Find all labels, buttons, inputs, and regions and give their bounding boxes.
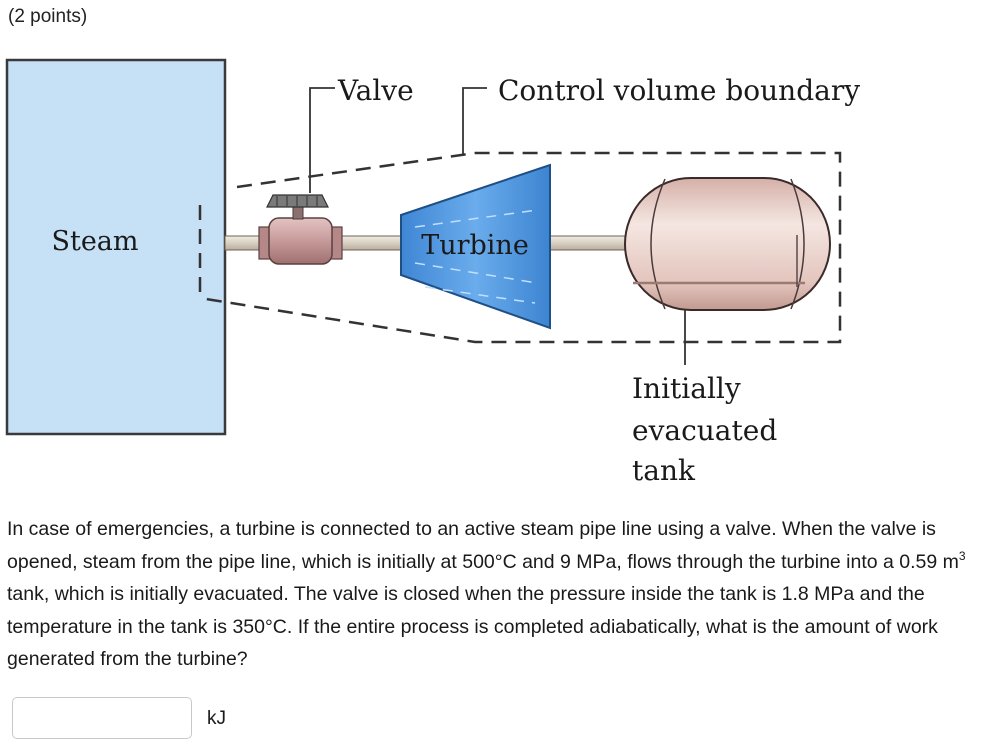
valve-turbine-pipe bbox=[334, 235, 404, 251]
figure: Steam bbox=[5, 55, 905, 492]
question-text: In case of emergencies, a turbine is con… bbox=[7, 513, 997, 676]
question-text-part-1: In case of emergencies, a turbine is con… bbox=[7, 518, 959, 573]
turbine-tank-pipe bbox=[547, 235, 631, 251]
steam-label: Steam bbox=[51, 226, 138, 257]
control-volume-boundary bbox=[199, 151, 842, 344]
valve-label: Valve bbox=[337, 74, 414, 107]
answer-input[interactable] bbox=[12, 697, 192, 739]
valve bbox=[258, 194, 343, 265]
tank bbox=[624, 177, 831, 311]
valve-leader-line bbox=[309, 87, 335, 193]
steam-supply-block bbox=[5, 58, 227, 436]
superscript-3: 3 bbox=[958, 548, 966, 563]
tank-label-line-1: Initially bbox=[632, 372, 741, 405]
boundary-leader-line bbox=[462, 87, 487, 155]
boundary-label: Control volume boundary bbox=[498, 74, 860, 107]
tank-label-line-2: evacuated bbox=[632, 414, 777, 447]
turbine-label: Turbine bbox=[421, 230, 529, 261]
unit-label: kJ bbox=[207, 708, 226, 729]
question-text-part-2: tank, which is initially evacuated. The … bbox=[7, 583, 938, 670]
tank-label-line-3: tank bbox=[632, 454, 696, 487]
points-label: (2 points) bbox=[8, 6, 88, 27]
system-diagram: Steam bbox=[5, 58, 860, 487]
turbine bbox=[400, 163, 551, 330]
